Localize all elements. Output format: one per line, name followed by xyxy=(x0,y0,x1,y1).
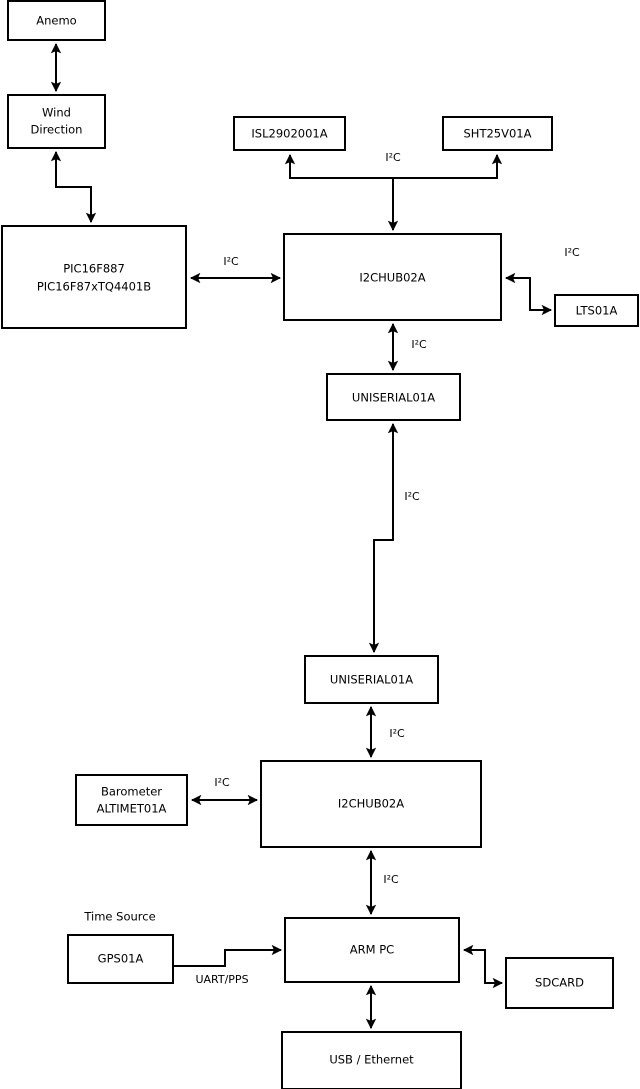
node-i2chub02a-bottom[interactable]: I2CHUB02A xyxy=(260,760,482,848)
connection-arm-sdcard xyxy=(464,949,504,989)
node-anemo[interactable]: Anemo xyxy=(7,0,106,41)
edge-label-i2c-hub-lts: I²C xyxy=(564,246,580,259)
node-label-barometer-line1: Barometer xyxy=(101,785,162,799)
connection-gps-arm xyxy=(173,944,283,967)
node-label-usb-ethernet: USB / Ethernet xyxy=(329,1053,414,1067)
node-label-gps01a: GPS01A xyxy=(98,952,144,966)
node-label-i2chub02a-top: I2CHUB02A xyxy=(359,271,425,285)
edge-label-i2c-sensors-hub: I²C xyxy=(385,151,401,164)
edge-label-uart-pps: UART/PPS xyxy=(195,973,248,986)
node-pic-mcu[interactable]: PIC16F887 PIC16F87xTQ4401B xyxy=(1,225,187,329)
node-label-sdcard: SDCARD xyxy=(535,976,584,990)
connection-hubtop-sht xyxy=(393,153,503,179)
label-time-source: Time Source xyxy=(83,910,155,924)
edge-label-i2c-pic-hub: I²C xyxy=(223,255,239,268)
node-label-barometer-line2: ALTIMET01A xyxy=(97,802,167,816)
node-label-sht25v01a: SHT25V01A xyxy=(464,127,532,141)
edge-label-i2c-hub-uniserial: I²C xyxy=(411,338,427,351)
node-wind-direction[interactable]: Wind Direction xyxy=(7,94,106,149)
node-isl2902001a[interactable]: ISL2902001A xyxy=(233,116,346,151)
edge-label-i2c-uniserial-uniserial: I²C xyxy=(404,490,420,503)
connection-hubtop-lts xyxy=(504,272,551,311)
node-usb-ethernet[interactable]: USB / Ethernet xyxy=(281,1031,462,1089)
connection-layer xyxy=(50,42,553,1030)
node-barometer[interactable]: Barometer ALTIMET01A xyxy=(75,774,188,826)
node-label-wind-direction-line2: Direction xyxy=(31,123,83,137)
node-sdcard[interactable]: SDCARD xyxy=(505,957,614,1009)
node-label-i2chub02a-bottom: I2CHUB02A xyxy=(338,797,404,811)
connection-lts-hubtop xyxy=(506,277,553,316)
node-label-wind-direction-line1: Wind xyxy=(42,106,71,120)
node-label-uniserial01a-upper: UNISERIAL01A xyxy=(352,391,435,405)
edge-label-i2c-barometer-hub2: I²C xyxy=(214,776,230,789)
node-sht25v01a[interactable]: SHT25V01A xyxy=(442,116,553,151)
connection-hubtop-isl xyxy=(284,153,394,230)
node-label-arm-pc: ARM PC xyxy=(350,943,394,957)
node-arm-pc[interactable]: ARM PC xyxy=(284,917,460,983)
edge-label-i2c-hub2-arm: I²C xyxy=(383,873,399,886)
node-label-pic-line1: PIC16F887 xyxy=(63,262,125,276)
node-label-lts01a: LTS01A xyxy=(576,304,618,318)
node-label-uniserial01a-lower: UNISERIAL01A xyxy=(330,673,413,687)
node-label-pic-line2: PIC16F87xTQ4401B xyxy=(37,280,151,294)
connection-wind-pic xyxy=(50,150,97,224)
node-gps01a[interactable]: GPS01A xyxy=(67,934,174,984)
node-label-isl2902001a: ISL2902001A xyxy=(251,127,327,141)
connection-uniserial-up-down xyxy=(368,422,399,654)
node-uniserial01a-upper[interactable]: UNISERIAL01A xyxy=(326,373,461,421)
edge-label-i2c-uniserial-hub2: I²C xyxy=(389,727,405,740)
node-lts01a[interactable]: LTS01A xyxy=(554,294,639,327)
node-label-anemo: Anemo xyxy=(36,14,76,28)
label-layer: I²C I²C I²C I²C I²C I²C I²C I²C UART/PPS… xyxy=(83,151,580,986)
connection-sdcard-arm xyxy=(462,944,502,984)
node-i2chub02a-top[interactable]: I2CHUB02A xyxy=(283,233,502,321)
node-uniserial01a-lower[interactable]: UNISERIAL01A xyxy=(304,655,439,704)
